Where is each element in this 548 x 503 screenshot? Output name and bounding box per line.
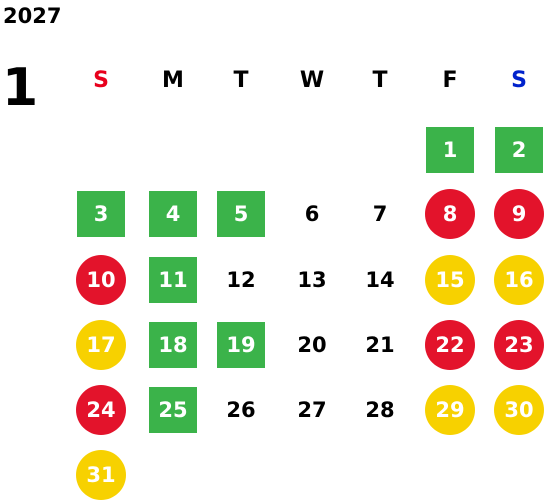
weekday-header: S [93,67,109,93]
calendar-day: 24 [76,385,126,435]
calendar-day: 8 [425,189,475,239]
year-label: 2027 [3,4,62,28]
weekday-header: M [162,67,184,93]
calendar-day: 16 [494,255,544,305]
calendar-day: 20 [297,333,327,357]
calendar-day: 17 [76,320,126,370]
calendar-day: 6 [304,202,320,226]
calendar-day: 27 [297,398,327,422]
calendar-day: 28 [365,398,395,422]
weekday-header: F [442,67,458,93]
calendar-day: 10 [76,255,126,305]
calendar-day: 26 [226,398,256,422]
calendar-day: 22 [425,320,475,370]
weekday-header: T [372,67,388,93]
calendar-day: 4 [149,191,197,237]
calendar-day: 9 [494,189,544,239]
weekday-header: T [233,67,249,93]
calendar-day: 2 [495,127,543,173]
calendar-day: 7 [372,202,388,226]
calendar-day: 12 [226,268,256,292]
calendar-day: 5 [217,191,265,237]
calendar-day: 31 [76,450,126,500]
calendar-day: 23 [494,320,544,370]
calendar-day: 3 [77,191,125,237]
calendar-day: 13 [297,268,327,292]
calendar-day: 21 [365,333,395,357]
calendar-day: 18 [149,322,197,368]
calendar-day: 29 [425,385,475,435]
weekday-header: S [511,67,527,93]
calendar-day: 30 [494,385,544,435]
weekday-header: W [299,67,325,93]
calendar-day: 19 [217,322,265,368]
calendar-day: 14 [365,268,395,292]
calendar-day: 25 [149,387,197,433]
calendar-day: 1 [426,127,474,173]
calendar-day: 11 [149,257,197,303]
month-number: 1 [2,58,39,118]
calendar-day: 15 [425,255,475,305]
